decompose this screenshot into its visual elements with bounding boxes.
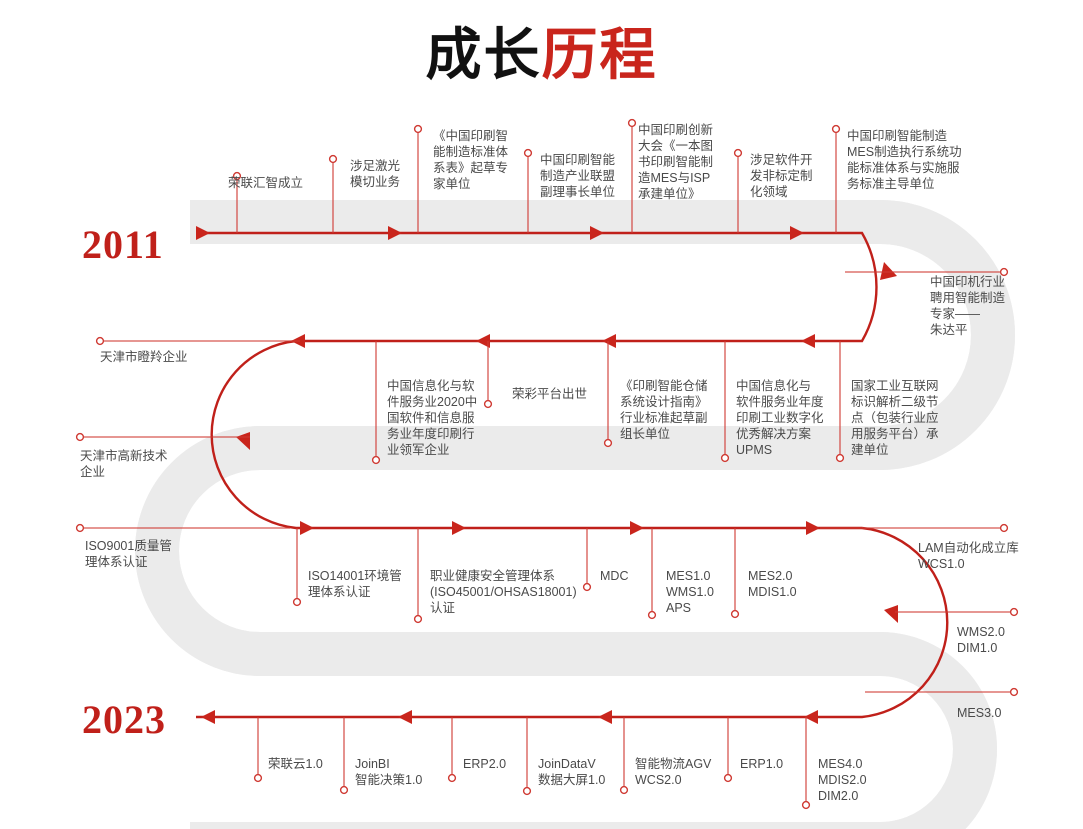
page-title-red: 历程 [541, 23, 658, 88]
track-arrowheads [196, 226, 820, 724]
note-mes3-marker[interactable] [1009, 687, 1019, 697]
track-path-red [196, 231, 949, 719]
row-2-marker-5[interactable] [835, 453, 845, 463]
row-2-marker-3[interactable] [603, 438, 613, 448]
row-4-marker-5[interactable] [619, 785, 629, 795]
event-connectors [232, 118, 845, 810]
row-4-marker-3[interactable] [447, 773, 457, 783]
row-4-event-label-4: JoinDataV 数据大屏1.0 [538, 757, 606, 787]
row-3-event-label-3: MDC [600, 569, 629, 583]
note-hightech: 天津市高新技术 企业 [80, 449, 168, 479]
note-iso9001: ISO9001质量管 理体系认证 [85, 539, 172, 569]
row-1-event-label-7: 中国印刷智能制造 MES制造执行系统功 能标准体系与实施服 务标准主导单位 [847, 129, 962, 191]
note-gazelle: 天津市瞪羚企业 [100, 350, 188, 364]
year-label-start: 2011 [82, 222, 164, 267]
row-3-marker-1[interactable] [292, 597, 302, 607]
row-2-marker-4[interactable] [720, 453, 730, 463]
row-2-event-label-5: 国家工业互联网 标识解析二级节 点（包装行业应 用服务平台）承 建单位 [851, 379, 939, 457]
row-4-marker-7[interactable] [801, 800, 811, 810]
note-hightech-marker[interactable] [75, 432, 85, 442]
row-4-marker-6[interactable] [723, 773, 733, 783]
note-zhudaping-marker[interactable] [999, 267, 1009, 277]
note-lam-marker[interactable] [999, 523, 1009, 533]
row-3-event-label-1: ISO14001环境管 理体系认证 [308, 569, 402, 599]
row-1-event-label-3: 《中国印刷智 能制造标准体 系表》起草专 家单位 [433, 129, 509, 191]
row-1-event-label-1: 荣联汇智成立 [228, 176, 304, 190]
row-2-event-label-1: 中国信息化与软 件服务业2020中 国软件和信息服 务业年度印刷行 业领军企业 [387, 379, 478, 457]
row-1-event-label-4: 中国印刷智能 制造产业联盟 副理事长单位 [540, 153, 616, 199]
row-2-event-label-3: 《印刷智能仓储 系统设计指南》 行业标准起草副 组长单位 [620, 379, 708, 441]
row-2-marker-1[interactable] [371, 455, 381, 465]
row-3-marker-3[interactable] [582, 582, 592, 592]
row-3-marker-4[interactable] [647, 610, 657, 620]
note-iso9001-marker[interactable] [75, 523, 85, 533]
row-4-event-label-5: 智能物流AGV WCS2.0 [635, 757, 712, 787]
side-note-leaders [75, 267, 1019, 697]
row-3-marker-5[interactable] [730, 609, 740, 619]
row-3-marker-2[interactable] [413, 614, 423, 624]
row-4-event-label-3: ERP2.0 [463, 757, 507, 771]
row-3-event-label-2: 职业健康安全管理体系 (ISO45001/OHSAS18001) 认证 [430, 569, 577, 615]
row-1-marker-1[interactable] [232, 171, 242, 181]
row-4-marker-2[interactable] [339, 785, 349, 795]
row-1-marker-4[interactable] [523, 148, 533, 158]
note-wms2: WMS2.0 DIM1.0 [957, 625, 1005, 655]
note-mes3: MES3.0 [957, 706, 1002, 720]
row-4-marker-1[interactable] [253, 773, 263, 783]
page-title-black: 成长 [425, 23, 542, 88]
row-1-marker-3[interactable] [413, 124, 423, 134]
year-label-end: 2023 [82, 697, 166, 742]
row-4-marker-4[interactable] [522, 786, 532, 796]
row-3-event-label-5: MES2.0 MDIS1.0 [748, 569, 797, 599]
note-wms2-marker[interactable] [1009, 607, 1019, 617]
row-4-event-label-6: ERP1.0 [740, 757, 784, 771]
row-1-marker-6[interactable] [733, 148, 743, 158]
row-2-event-label-2: 荣彩平台出世 [512, 387, 588, 401]
row-4-event-label-2: JoinBI 智能决策1.0 [355, 757, 423, 787]
note-gazelle-marker[interactable] [95, 336, 105, 346]
note-zhudaping: 中国印机行业 聘用智能制造 专家—— 朱达平 [930, 275, 1006, 337]
row-4-event-label-7: MES4.0 MDIS2.0 DIM2.0 [818, 757, 867, 803]
row-1-event-label-5: 中国印刷创新 大会《一本图 书印刷智能制 造MES与ISP 承建单位》 [638, 123, 714, 201]
note-lam: LAM自动化成立库 WCS1.0 [918, 541, 1019, 571]
row-4-event-label-1: 荣联云1.0 [268, 757, 323, 771]
row-3-event-label-4: MES1.0 WMS1.0 APS [666, 569, 714, 615]
row-1-marker-2[interactable] [328, 154, 338, 164]
track-band [135, 200, 1015, 829]
row-1-marker-5[interactable] [627, 118, 637, 128]
row-1-event-label-2: 涉足激光 模切业务 [350, 159, 401, 189]
row-2-event-label-4: 中国信息化与 软件服务业年度 印刷工业数字化 优秀解决方案 UPMS [736, 379, 824, 457]
page-title: 成长历程 [0, 10, 1083, 91]
row-2-marker-2[interactable] [483, 399, 493, 409]
row-1-marker-7[interactable] [831, 124, 841, 134]
row-1-event-label-6: 涉足软件开 发非标定制 化领域 [750, 153, 813, 199]
